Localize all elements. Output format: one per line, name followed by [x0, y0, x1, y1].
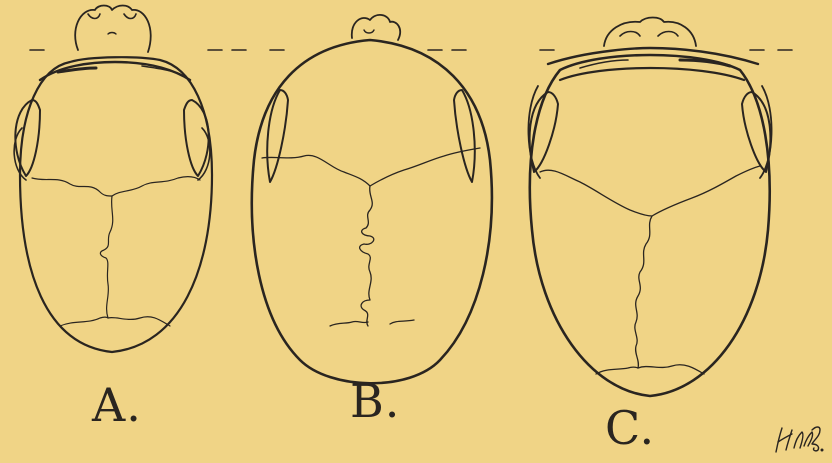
skull-b	[252, 15, 492, 383]
skull-c-sagittal-suture	[635, 216, 652, 368]
skull-a-nose	[75, 6, 151, 53]
figure-label-a: A.	[92, 382, 142, 428]
skull-b-coronal-suture	[262, 148, 480, 186]
skull-a-outline	[20, 57, 212, 352]
skull-c-coronal-suture	[540, 166, 760, 216]
skull-b-lambdoid-suture	[330, 320, 414, 326]
skull-c	[528, 18, 771, 397]
skull-a	[14, 6, 212, 353]
skull-a-sagittal-suture	[100, 196, 112, 318]
skull-c-right-zygomatic	[742, 92, 770, 172]
skull-a-right-zygomatic	[184, 100, 209, 176]
skull-b-right-zygomatic	[454, 90, 475, 182]
skull-b-sagittal-suture	[360, 186, 374, 326]
skull-a-coronal-suture	[32, 177, 200, 196]
figure-label-c: C.	[605, 405, 655, 451]
skull-c-lambdoid-suture	[596, 365, 704, 374]
figure-label-b: B.	[350, 378, 400, 424]
skull-c-nose	[604, 18, 696, 47]
artist-signature	[772, 420, 824, 456]
skull-b-nose	[352, 15, 400, 40]
skull-a-lambdoid-suture	[60, 317, 170, 326]
skull-b-outline	[252, 40, 492, 383]
